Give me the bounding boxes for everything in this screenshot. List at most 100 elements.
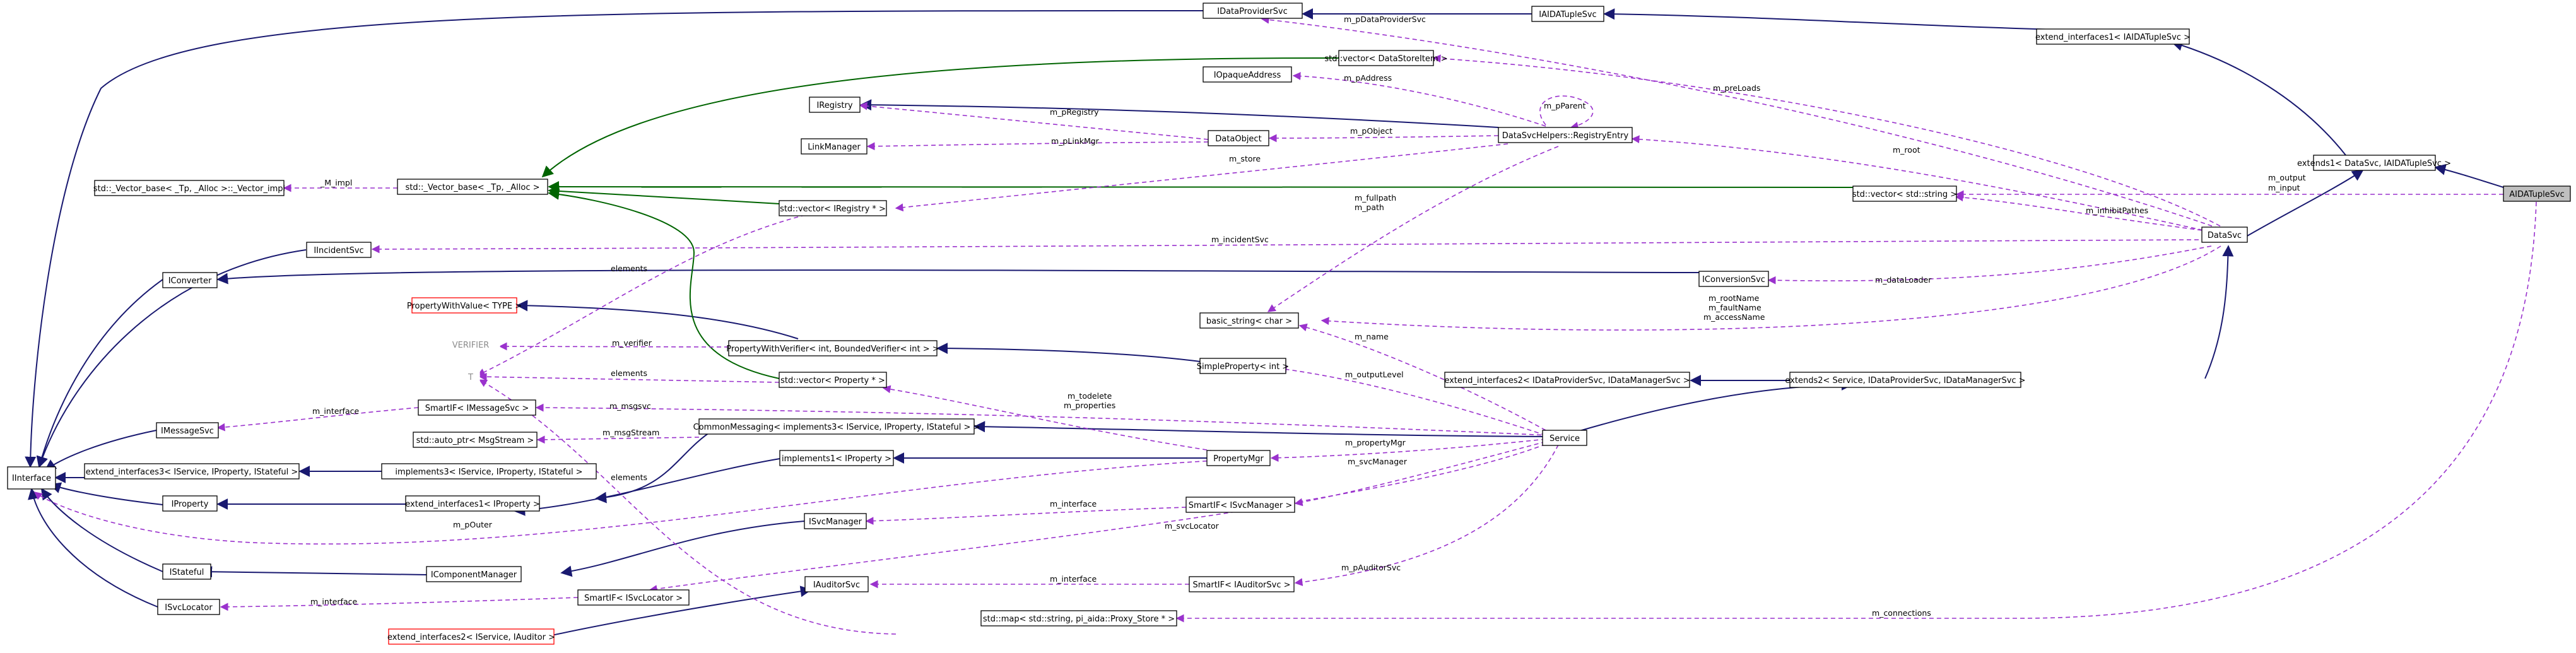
node-propertymgr[interactable]: PropertyMgr <box>1206 450 1271 466</box>
node-vector-iregistry[interactable]: std::vector< IRegistry * > <box>779 200 887 216</box>
node-map-proxy-store[interactable]: std::map< std::string, pi_aida::Proxy_St… <box>980 610 1177 627</box>
label-m-dataloader: m_dataLoader <box>1875 275 1932 285</box>
node-istateful[interactable]: IStateful <box>162 563 211 580</box>
node-idataprovidersvc-label: IDataProviderSvc <box>1217 7 1288 16</box>
node-registryentry[interactable]: DataSvcHelpers::RegistryEntry <box>1498 127 1633 143</box>
label-m-pauditorsvc: m_pAuditorSvc <box>1341 563 1401 572</box>
node-smartif-iauditorsvc[interactable]: SmartIF< IAuditorSvc > <box>1189 576 1295 592</box>
node-extend-interfaces2-iauditor[interactable]: extend_interfaces2< IService, IAuditor > <box>387 628 555 645</box>
edge-usage-rootname <box>1320 245 2221 331</box>
node-isvcmanager[interactable]: ISvcManager <box>804 513 867 529</box>
node-imessagesvc-label: IMessageSvc <box>161 427 214 436</box>
node-iregistry-label: IRegistry <box>816 101 852 110</box>
edge-iconverter-iinterface <box>36 279 163 468</box>
node-simpleproperty-label: SimpleProperty< int > <box>1197 362 1289 372</box>
node-vector-iregistry-label: std::vector< IRegistry * > <box>780 204 886 214</box>
edge-vectorregistry-vectorbase <box>548 185 780 204</box>
edge-imessagesvc-iinterface <box>44 430 157 471</box>
node-propertymgr-label: PropertyMgr <box>1213 454 1264 464</box>
node-extend-interfaces1-iproperty[interactable]: extend_interfaces1< IProperty > <box>405 495 540 512</box>
label-m-rootname: m_rootName <box>1709 293 1760 303</box>
node-vector-property[interactable]: std::vector< Property * > <box>779 372 887 388</box>
node-iauditorsvc[interactable]: IAuditorSvc <box>804 576 869 592</box>
node-commonmessaging[interactable]: CommonMessaging< implements3< IService, … <box>693 418 980 435</box>
edge-isvcmanager-icomponentmgr <box>560 521 805 577</box>
node-implements1-iproperty[interactable]: implements1< IProperty > <box>779 450 894 466</box>
edge-vectorproperty-vectorbase <box>548 188 780 379</box>
edge-iproperty-iinterface <box>49 482 163 505</box>
node-aidatuplesvc[interactable]: AIDATupleSvc <box>2503 185 2571 202</box>
node-iopaqueaddress[interactable]: IOpaqueAddress <box>1203 66 1292 83</box>
node-registryentry-label: DataSvcHelpers::RegistryEntry <box>1502 131 1629 141</box>
node-icomponentmanager-label: IComponentManager <box>431 570 517 580</box>
label-m-path: m_path <box>1355 203 1384 212</box>
label-m-msgstream: m_msgStream <box>603 428 659 437</box>
label-m-store: m_store <box>1229 154 1261 163</box>
edge-usage-store <box>895 143 1509 212</box>
node-vector-string[interactable]: std::vector< std::string > <box>1852 185 1957 202</box>
node-implements3[interactable]: implements3< IService, IProperty, IState… <box>381 463 597 479</box>
node-propertywithverifier[interactable]: PropertyWithVerifier< int, BoundedVerifi… <box>726 340 939 356</box>
label-m-plinkmgr: m_pLinkMgr <box>1051 136 1100 146</box>
node-vector-base-impl-label: std::_Vector_base< _Tp, _Alloc >::_Vecto… <box>93 184 285 194</box>
node-vector-base[interactable]: std::_Vector_base< _Tp, _Alloc > <box>397 179 548 195</box>
edge-usage-name <box>1298 323 1546 431</box>
node-vector-datastoreitem-label: std::vector< DataStoreItem > <box>1324 54 1447 64</box>
node-iconverter[interactable]: IConverter <box>162 272 218 288</box>
edge-extends1-extif1aida <box>2171 40 2346 156</box>
node-verifier[interactable]: VERIFIER <box>441 335 500 355</box>
label-m-propertymgr: m_propertyMgr <box>1345 438 1406 447</box>
node-dataobject[interactable]: DataObject <box>1208 130 1269 146</box>
node-iaidatuplesvc[interactable]: IAIDATupleSvc <box>1531 6 1604 22</box>
node-linkmanager[interactable]: LinkManager <box>801 138 867 155</box>
label-m-svcmanager: m_svcManager <box>1348 457 1408 466</box>
node-smartif-isvcmanager[interactable]: SmartIF< ISvcManager > <box>1185 497 1295 513</box>
node-service-label: Service <box>1550 434 1580 444</box>
node-extend-interfaces2-idataprovider[interactable]: extend_interfaces2< IDataProviderSvc, ID… <box>1444 372 1690 388</box>
node-extend-interfaces1-iaidatuplesvc[interactable]: extend_interfaces1< IAIDATupleSvc > <box>2035 28 2191 45</box>
node-idataprovidersvc[interactable]: IDataProviderSvc <box>1203 3 1303 19</box>
edge-usage-interface-loc <box>220 597 579 611</box>
edge-usage-incidentsvc <box>371 239 2199 254</box>
edge-simpleprop-propverifier <box>936 343 1201 362</box>
label-m-output: m_output <box>2268 173 2306 182</box>
node-propertywithvalue[interactable]: PropertyWithValue< TYPE > <box>407 297 522 314</box>
node-iregistry[interactable]: IRegistry <box>809 97 861 113</box>
node-vector-datastoreitem[interactable]: std::vector< DataStoreItem > <box>1324 50 1448 66</box>
edge-usage-inhibitpathes <box>1955 193 2203 231</box>
label-m-input: m_input <box>2268 183 2300 192</box>
edge-usage-pouter <box>33 460 1215 545</box>
edge-aidatuplesvc-extends1 <box>2434 163 2504 188</box>
node-auto-ptr-msgstream[interactable]: std::auto_ptr< MsgStream > <box>413 432 538 448</box>
label-m-interface-svcmgr: m_interface <box>1050 499 1097 509</box>
node-extend-interfaces1-iaidatuplesvc-label: extend_interfaces1< IAIDATupleSvc > <box>2035 33 2191 42</box>
node-t[interactable]: T <box>444 368 480 385</box>
node-iconversionsvc[interactable]: IConversionSvc <box>1698 271 1769 287</box>
node-verifier-label: VERIFIER <box>452 341 490 350</box>
node-smartif-imessagesvc[interactable]: SmartIF< IMessageSvc > <box>418 399 536 416</box>
node-iproperty[interactable]: IProperty <box>162 495 218 512</box>
label-m-paddress: m_pAddress <box>1344 73 1392 83</box>
node-basic-string[interactable]: basic_string< char > <box>1199 312 1299 329</box>
node-icomponentmanager[interactable]: IComponentManager <box>426 566 522 582</box>
node-iaidatuplesvc-label: IAIDATupleSvc <box>1539 10 1596 20</box>
edge-vectorstring-vectorbase <box>548 180 1854 192</box>
node-isvcmanager-label: ISvcManager <box>809 517 862 527</box>
node-simpleproperty[interactable]: SimpleProperty< int > <box>1197 358 1289 374</box>
edge-incidentsvc-iinterface <box>37 249 307 468</box>
node-iincidentsvc[interactable]: IIncidentSvc <box>306 242 372 258</box>
label-m-name: m_name <box>1355 332 1389 341</box>
node-imessagesvc[interactable]: IMessageSvc <box>156 422 219 438</box>
node-isvclocator[interactable]: ISvcLocator <box>157 599 220 615</box>
node-implements1-iproperty-label: implements1< IProperty > <box>782 454 891 464</box>
node-service[interactable]: Service <box>1542 430 1587 446</box>
node-iincidentsvc-label: IIncidentSvc <box>314 246 363 256</box>
node-vector-base-impl[interactable]: std::_Vector_base< _Tp, _Alloc >::_Vecto… <box>93 180 285 196</box>
node-extend-interfaces3[interactable]: extend_interfaces3< IService, IProperty,… <box>84 463 300 479</box>
node-extends1[interactable]: extends1< DataSvc, IAIDATupleSvc > <box>2297 155 2451 171</box>
node-extends2[interactable]: extends2< Service, IDataProviderSvc, IDa… <box>1785 372 2026 388</box>
node-iinterface[interactable]: IInterface <box>7 466 56 490</box>
node-datasvc[interactable]: DataSvc <box>2201 226 2248 243</box>
node-smartif-isvclocator[interactable]: SmartIF< ISvcLocator > <box>577 589 690 606</box>
